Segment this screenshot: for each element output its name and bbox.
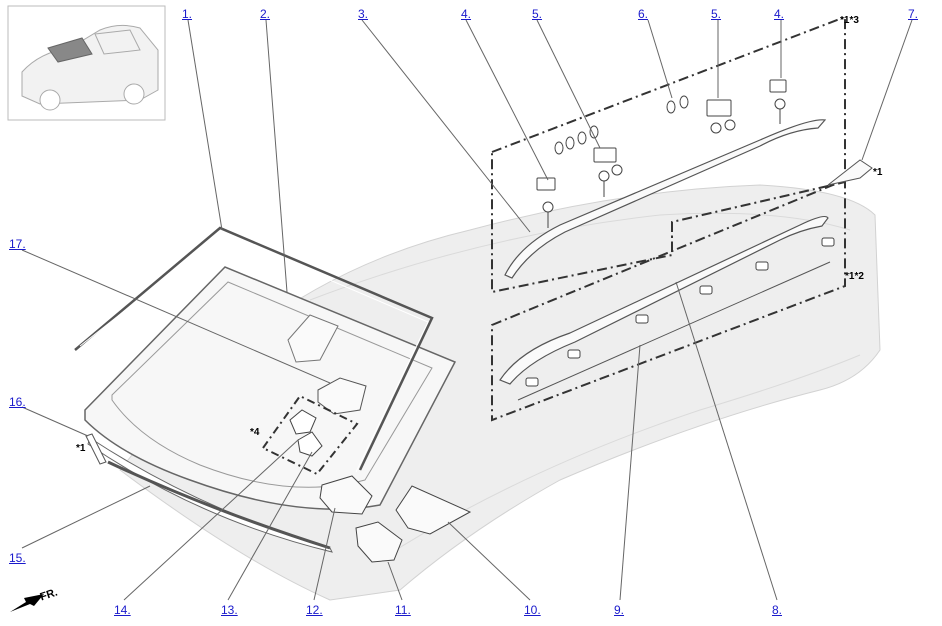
- callout-8[interactable]: 8.: [772, 603, 783, 617]
- note-1-right: *1: [873, 167, 883, 178]
- lower-molding-strip: [107, 460, 331, 550]
- callout-11[interactable]: 11.: [395, 603, 411, 617]
- note-1-left: *1: [76, 443, 86, 454]
- roof-rail-lower: [499, 215, 831, 401]
- roof-rail-group-box: [491, 15, 846, 422]
- roof-end-cap: [827, 159, 873, 186]
- note-1-2: *1*2: [845, 271, 864, 282]
- callout-9[interactable]: 9.: [614, 603, 625, 617]
- callout-3[interactable]: 3.: [358, 7, 369, 21]
- callout-13[interactable]: 13.: [221, 603, 238, 617]
- mirror-cover-lower: [355, 521, 403, 563]
- sensor-subassembly: [261, 394, 359, 476]
- roof-rail-upper: [504, 119, 827, 279]
- callout-2[interactable]: 2.: [260, 7, 271, 21]
- mirror-cover-upper: [395, 485, 472, 535]
- callout-10[interactable]: 10.: [524, 603, 541, 617]
- callout-5-left[interactable]: 5.: [532, 7, 543, 21]
- rail-fasteners: [536, 79, 787, 228]
- note-4: *4: [250, 427, 260, 438]
- vehicle-thumbnail: [7, 5, 166, 121]
- front-arrow-icon: [10, 594, 44, 612]
- leader-lines: [21, 19, 913, 601]
- callout-4-right[interactable]: 4.: [774, 7, 785, 21]
- callout-17[interactable]: 17.: [9, 237, 26, 251]
- windshield-molding: [74, 226, 434, 473]
- note-1-3: *1*3: [840, 15, 859, 26]
- callout-12[interactable]: 12.: [306, 603, 323, 617]
- callout-15[interactable]: 15.: [9, 551, 26, 565]
- callout-16[interactable]: 16.: [9, 395, 26, 409]
- callout-7[interactable]: 7.: [908, 7, 919, 21]
- rail-clips: [525, 237, 835, 387]
- sensor-bracket: [287, 314, 367, 415]
- callout-6[interactable]: 6.: [638, 7, 649, 21]
- callout-4-left[interactable]: 4.: [461, 7, 472, 21]
- side-clip-part: [85, 433, 107, 465]
- callout-14[interactable]: 14.: [114, 603, 131, 617]
- mirror-base: [319, 475, 373, 515]
- callout-5-right[interactable]: 5.: [711, 7, 722, 21]
- callout-1[interactable]: 1.: [182, 7, 193, 21]
